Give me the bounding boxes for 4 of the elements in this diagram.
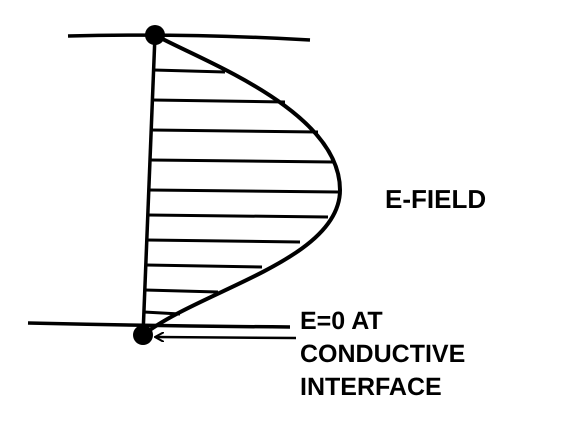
leader-arrow	[154, 331, 296, 344]
annotation-text: E=0 AT CONDUCTIVE INTERFACE	[300, 306, 466, 403]
conductor-point	[133, 325, 153, 345]
field-label: E-FIELD	[385, 183, 486, 216]
